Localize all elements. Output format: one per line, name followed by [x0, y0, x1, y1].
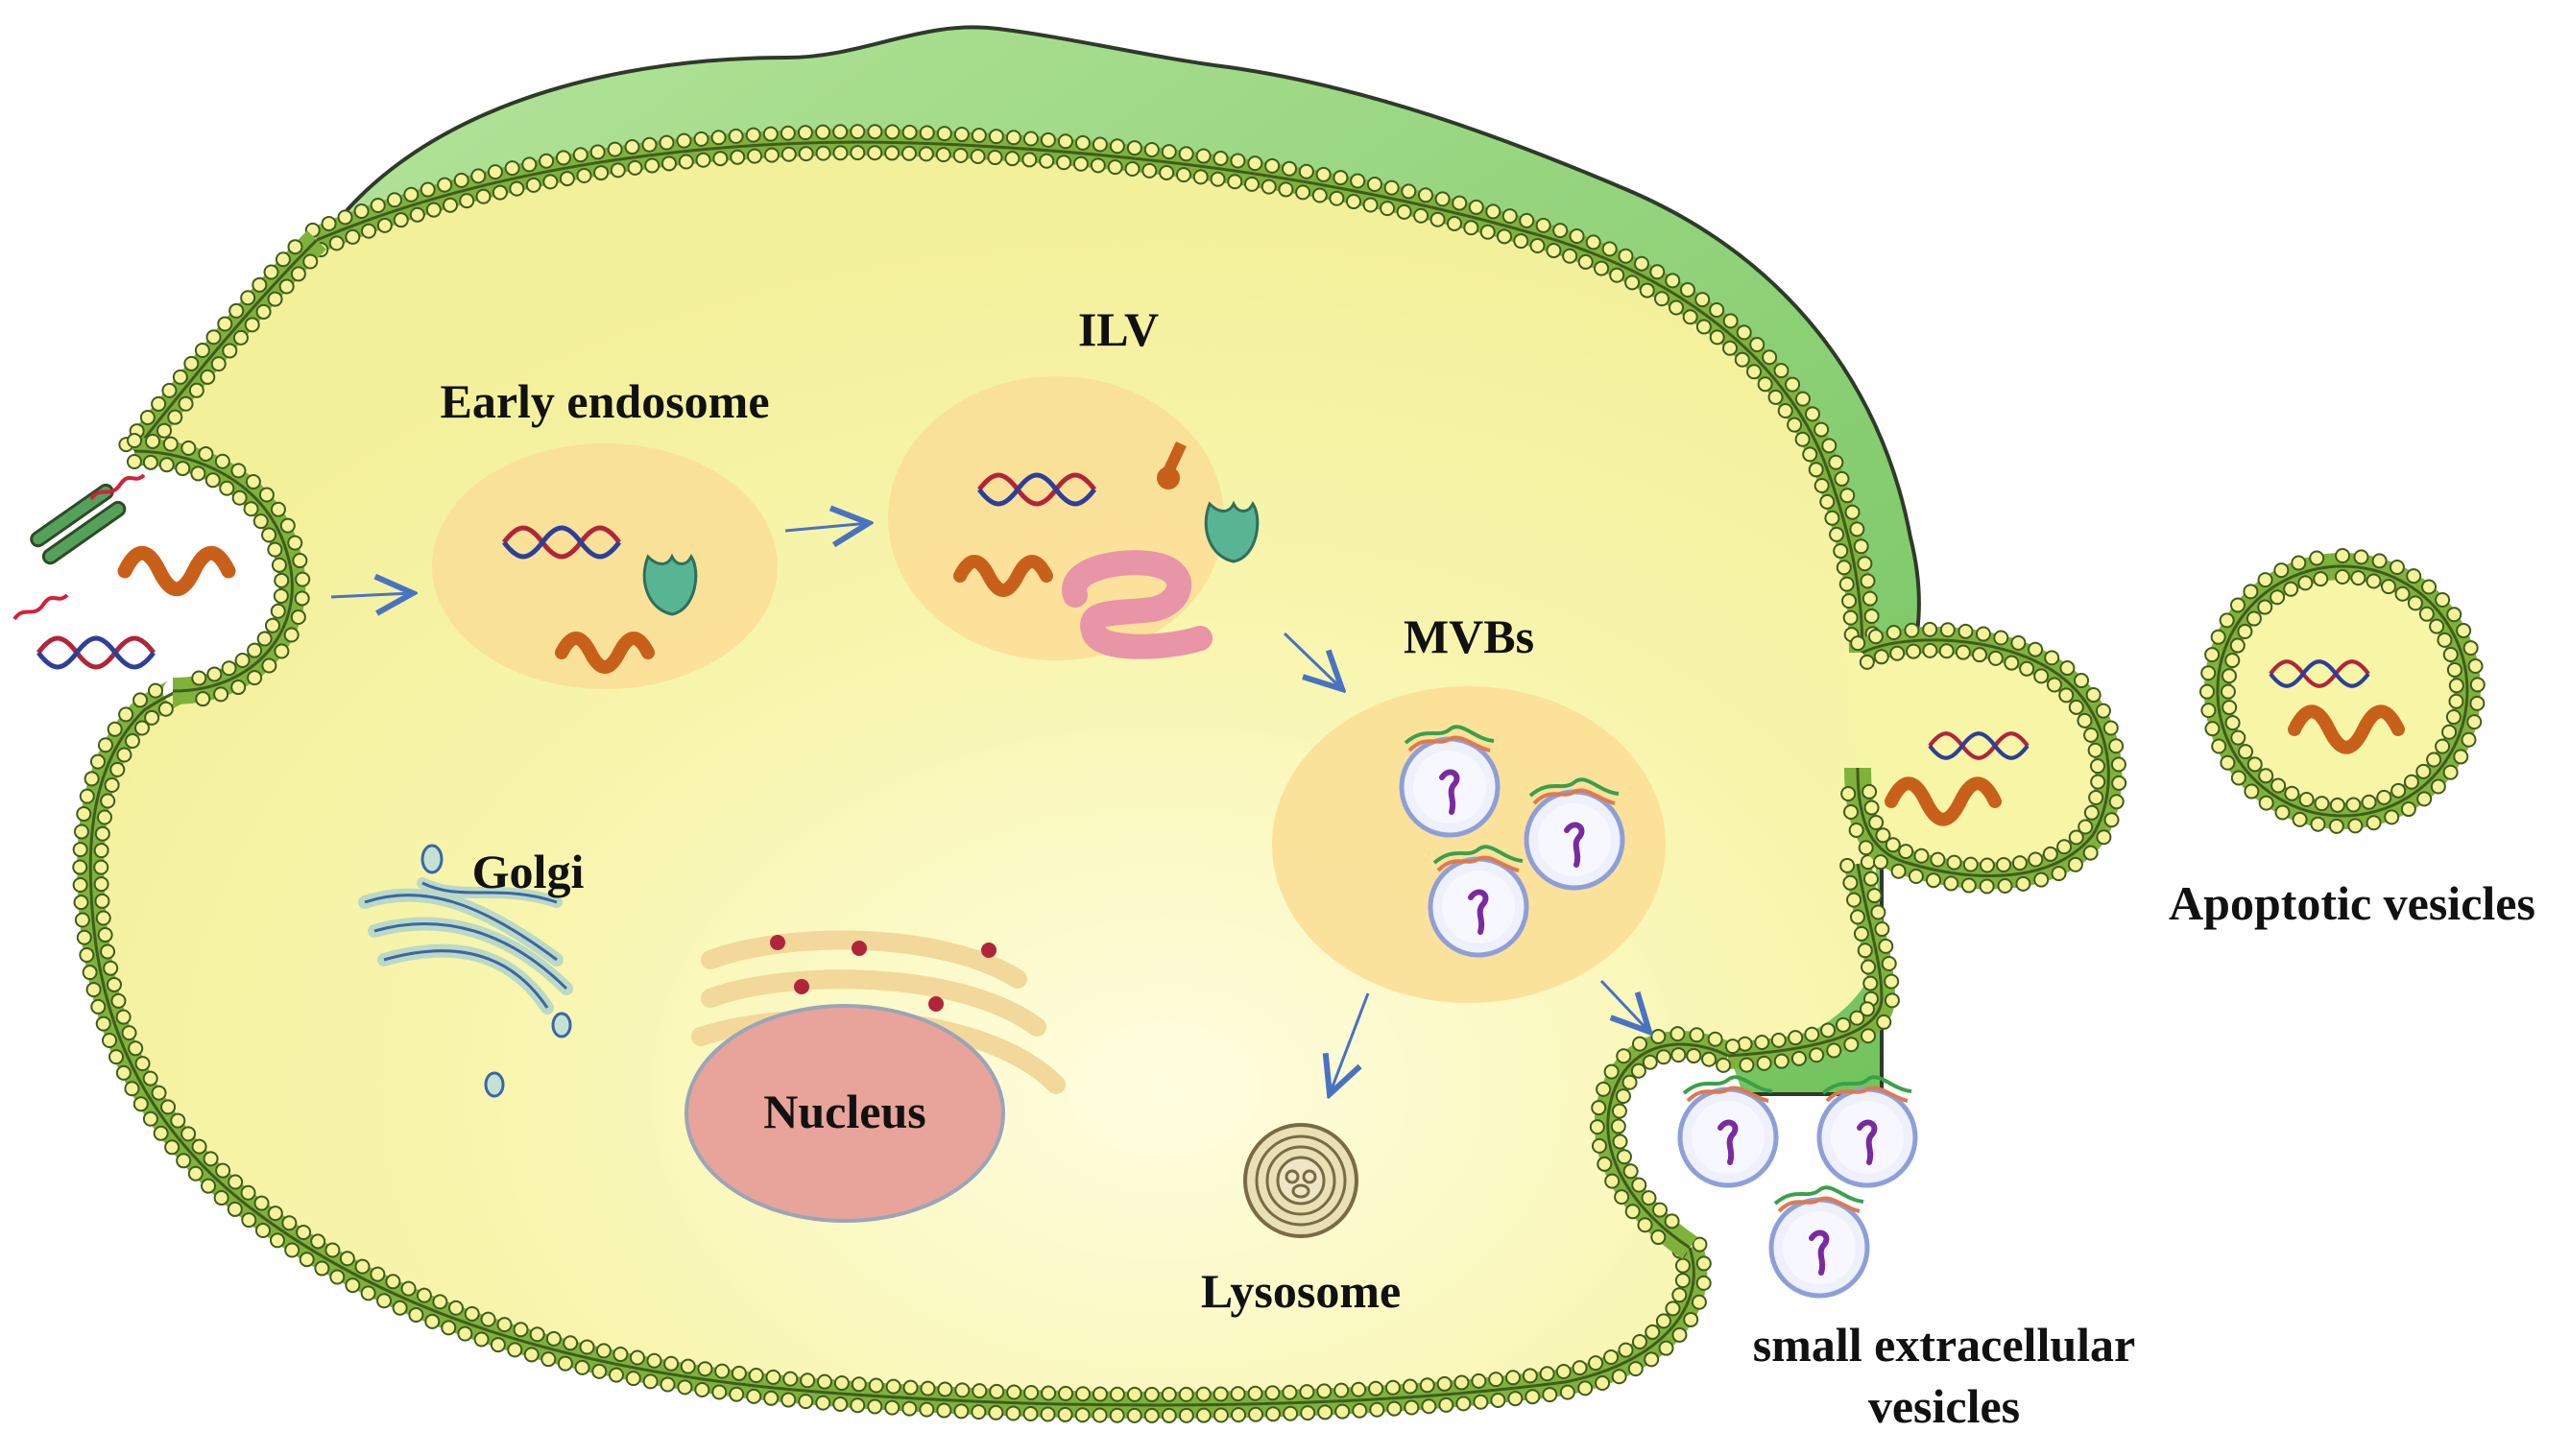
- mrna-icon: [1885, 776, 2002, 826]
- dna-icon: [1928, 731, 2030, 760]
- label-mvbs: MVBs: [1404, 609, 1534, 663]
- mvb-organelle: [1272, 686, 1666, 1003]
- ilv-organelle: [888, 376, 1260, 660]
- rna-strand-icon: [12, 593, 69, 621]
- membrane-segment: [126, 433, 311, 707]
- golgi-apparatus: [358, 844, 573, 1098]
- label-nucleus: Nucleus: [763, 1085, 925, 1138]
- membrane-segment: [304, 124, 1881, 654]
- protein-icon: [1204, 500, 1260, 563]
- membrane-segment: [118, 230, 326, 465]
- label-small-extracellular: small extracellular: [1753, 1318, 2136, 1372]
- membrane-segment: [1589, 1026, 1741, 1259]
- membrane-segment: [72, 678, 1712, 1423]
- exosome-vesicle: [1399, 725, 1501, 838]
- arrow-to-lysosome: [1330, 992, 1370, 1094]
- label-vesicles: vesicles: [1868, 1379, 2020, 1433]
- pathway-arrows: [330, 523, 1649, 1094]
- mrna-icon: [555, 632, 655, 674]
- protein-icon: [642, 553, 698, 616]
- label-golgi: Golgi: [472, 845, 585, 898]
- nucleus: [685, 1004, 1005, 1223]
- arrow-to-early-endosome: [330, 593, 413, 597]
- endocytic-cargo: [12, 473, 236, 670]
- exosome-vesicle: [1428, 845, 1529, 958]
- arrow-to-exocytosis: [1599, 979, 1649, 1032]
- exosome-vesicle: [1677, 1075, 1779, 1188]
- label-apoptotic-vesicles: Apoptotic vesicles: [2169, 876, 2535, 930]
- coiled-protein-icon: [1062, 550, 1213, 659]
- arrow-to-ilv: [784, 523, 869, 531]
- label-ilv: ILV: [1078, 302, 1159, 356]
- dna-icon: [36, 635, 156, 670]
- exosome-vesicle: [1524, 777, 1625, 891]
- dna-icon: [502, 525, 621, 560]
- early-endosome: [432, 443, 778, 689]
- label-early-endosome: Early endosome: [440, 374, 769, 428]
- apoptotic-vesicle: [2198, 548, 2486, 834]
- mrna-icon: [117, 545, 236, 597]
- endoplasmic-reticulum: [691, 930, 1066, 1094]
- bleb-cargo: [1885, 731, 2030, 826]
- dna-icon: [2269, 659, 2370, 688]
- mrna-icon: [2288, 704, 2405, 754]
- exosome-vesicle: [1768, 1185, 1870, 1299]
- receptor-icon: [30, 483, 127, 565]
- membrane-segment: [1727, 854, 1900, 1073]
- arrow-to-mvbs: [1283, 632, 1342, 689]
- membrane-segment: [1840, 621, 2127, 895]
- plasma-membrane: [72, 124, 2127, 1423]
- lysosome: [1243, 1123, 1358, 1238]
- exosome-vesicle: [1816, 1075, 1918, 1188]
- small-extracellular-vesicles: [1677, 1075, 1918, 1299]
- rna-strand-icon: [89, 473, 146, 501]
- label-lysosome: Lysosome: [1201, 1264, 1401, 1318]
- receptor-icon: [1157, 442, 1187, 489]
- mrna-icon: [953, 555, 1053, 597]
- dna-icon: [977, 472, 1096, 507]
